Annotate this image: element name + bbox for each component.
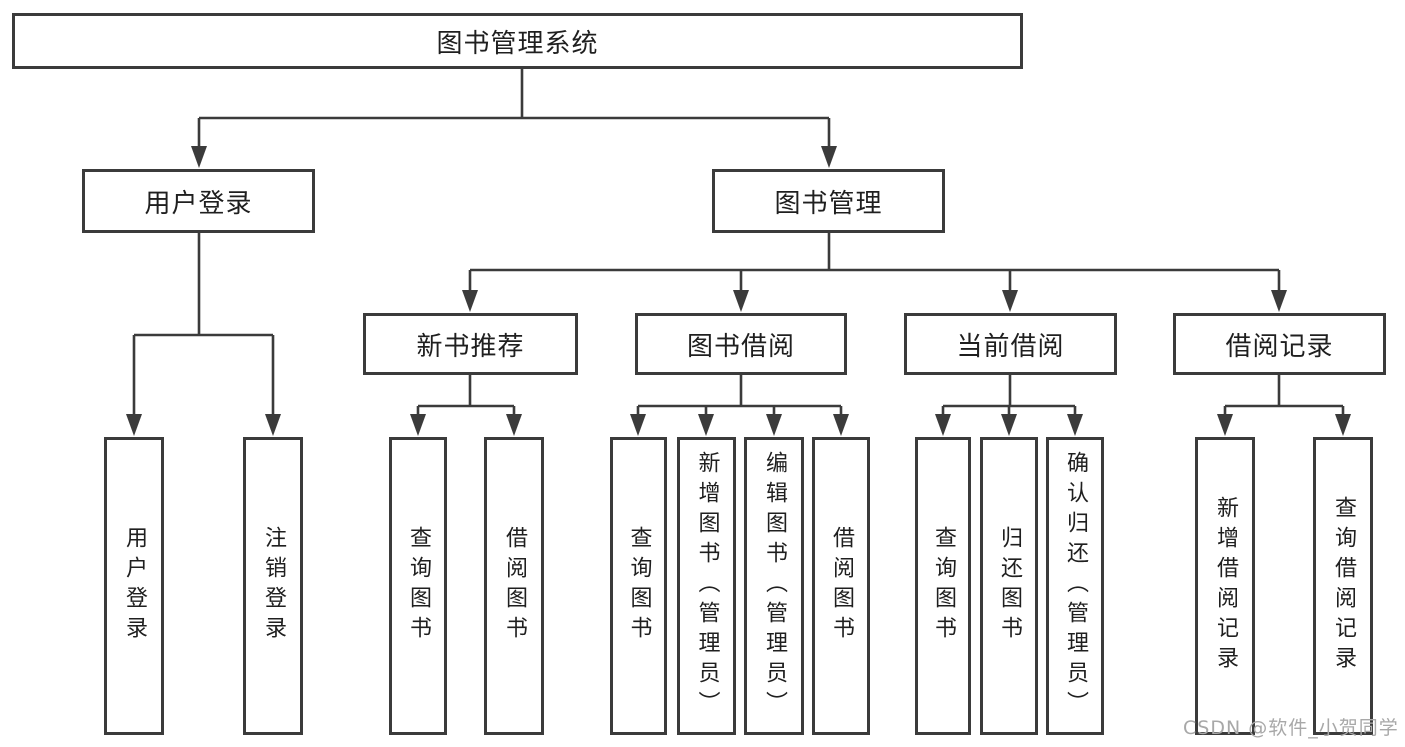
arrowhead-icon [1335, 414, 1351, 436]
arrowhead-icon [506, 414, 522, 436]
node-leaf-borrow-books-recommend: 借阅图书 [484, 437, 544, 735]
arrowhead-icon [630, 414, 646, 436]
arrowhead-icon [821, 146, 837, 168]
arrowhead-icon [766, 414, 782, 436]
node-borrowing-records: 借阅记录 [1173, 313, 1386, 375]
node-user-login-branch: 用户登录 [82, 169, 315, 233]
arrowheads [126, 146, 1351, 436]
arrowhead-icon [410, 414, 426, 436]
arrowhead-icon [1271, 290, 1287, 312]
arrowhead-icon [1217, 414, 1233, 436]
node-leaf-logout: 注销登录 [243, 437, 303, 735]
arrowhead-icon [698, 414, 714, 436]
node-leaf-confirm-return-admin: 确认归还（管理员） [1046, 437, 1104, 735]
node-leaf-user-login: 用户登录 [104, 437, 164, 735]
arrowhead-icon [265, 414, 281, 436]
node-book-borrowing: 图书借阅 [635, 313, 847, 375]
node-leaf-return-books: 归还图书 [980, 437, 1038, 735]
arrowhead-icon [1067, 414, 1083, 436]
csdn-watermark: CSDN @软件_小贺同学 [1183, 717, 1399, 739]
arrowhead-icon [1001, 414, 1017, 436]
node-leaf-edit-books-admin: 编辑图书（管理员） [744, 437, 804, 735]
node-current-borrowing: 当前借阅 [904, 313, 1117, 375]
arrowhead-icon [462, 290, 478, 312]
arrowhead-icon [126, 414, 142, 436]
connector-path [132, 68, 1345, 416]
node-leaf-query-borrow-record: 查询借阅记录 [1313, 437, 1373, 735]
node-leaf-add-books-admin: 新增图书（管理员） [677, 437, 736, 735]
arrowhead-icon [191, 146, 207, 168]
node-leaf-query-books-recommend: 查询图书 [389, 437, 447, 735]
node-root-system: 图书管理系统 [12, 13, 1023, 69]
node-leaf-add-borrow-record: 新增借阅记录 [1195, 437, 1255, 735]
arrowhead-icon [935, 414, 951, 436]
node-new-book-recommend: 新书推荐 [363, 313, 578, 375]
arrowhead-icon [1002, 290, 1018, 312]
arrowhead-icon [733, 290, 749, 312]
arrowhead-icon [833, 414, 849, 436]
node-book-management: 图书管理 [712, 169, 945, 233]
node-leaf-query-books-current: 查询图书 [915, 437, 971, 735]
node-leaf-borrow-books: 借阅图书 [812, 437, 870, 735]
node-leaf-query-books-borrow: 查询图书 [610, 437, 667, 735]
